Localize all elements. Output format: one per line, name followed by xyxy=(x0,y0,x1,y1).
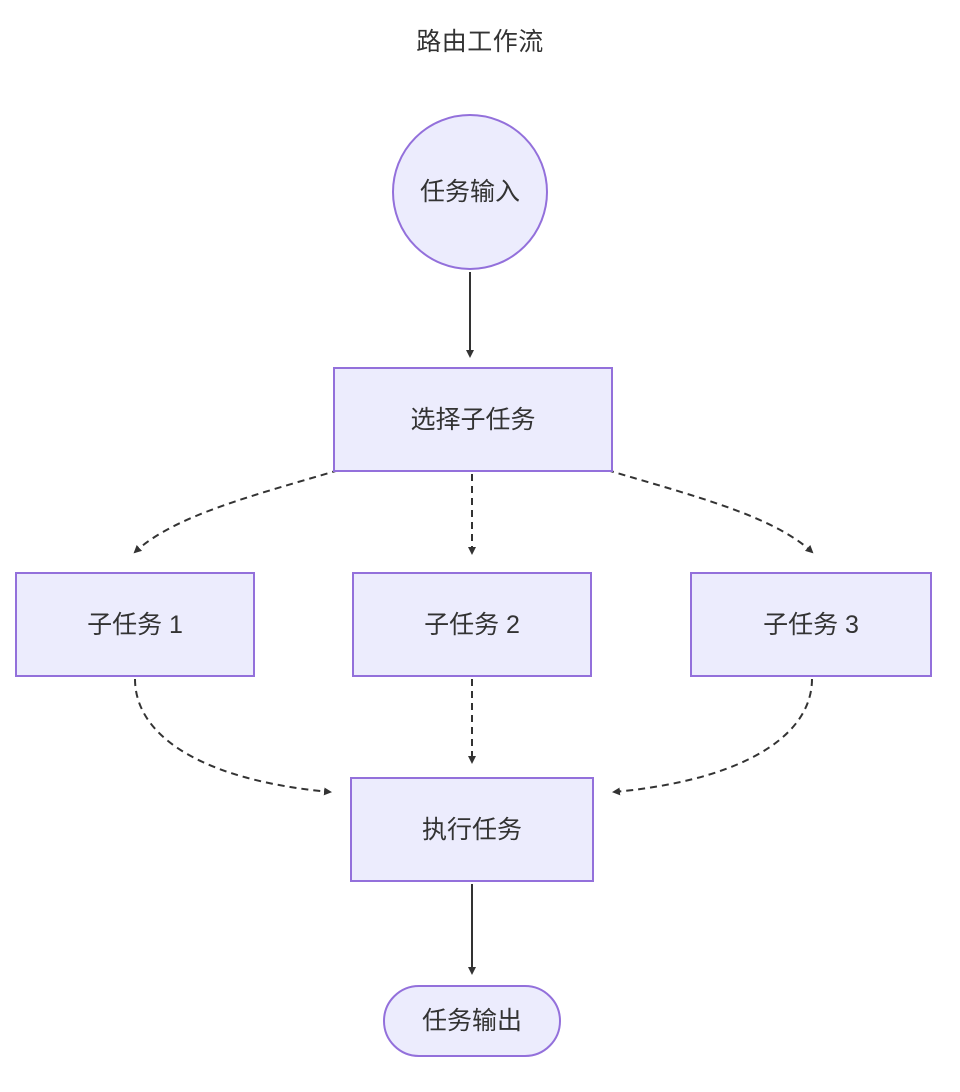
node-task-input[interactable]: 任务输入 xyxy=(392,114,548,270)
node-subtask-2-label: 子任务 2 xyxy=(424,610,520,639)
node-subtask-1[interactable]: 子任务 1 xyxy=(15,572,255,677)
edge-select-to-subtask-3 xyxy=(606,469,814,554)
edge-subtask-3-to-execute xyxy=(612,678,813,796)
node-select-subtask[interactable]: 选择子任务 xyxy=(333,367,613,472)
node-task-output[interactable]: 任务输出 xyxy=(383,985,561,1057)
node-subtask-3[interactable]: 子任务 3 xyxy=(690,572,932,677)
node-subtask-3-label: 子任务 3 xyxy=(763,610,859,639)
diagram-title: 路由工作流 xyxy=(416,28,544,56)
node-select-subtask-label: 选择子任务 xyxy=(410,405,536,434)
edge-select-to-subtask-1 xyxy=(133,469,340,554)
node-subtask-1-label: 子任务 1 xyxy=(87,610,183,639)
node-execute-task[interactable]: 执行任务 xyxy=(350,777,594,882)
edge-subtask-1-to-execute xyxy=(134,678,332,796)
node-task-input-label: 任务输入 xyxy=(419,178,520,206)
node-execute-task-label: 执行任务 xyxy=(421,815,522,844)
node-task-output-label: 任务输出 xyxy=(421,1007,522,1035)
node-subtask-2[interactable]: 子任务 2 xyxy=(352,572,592,677)
